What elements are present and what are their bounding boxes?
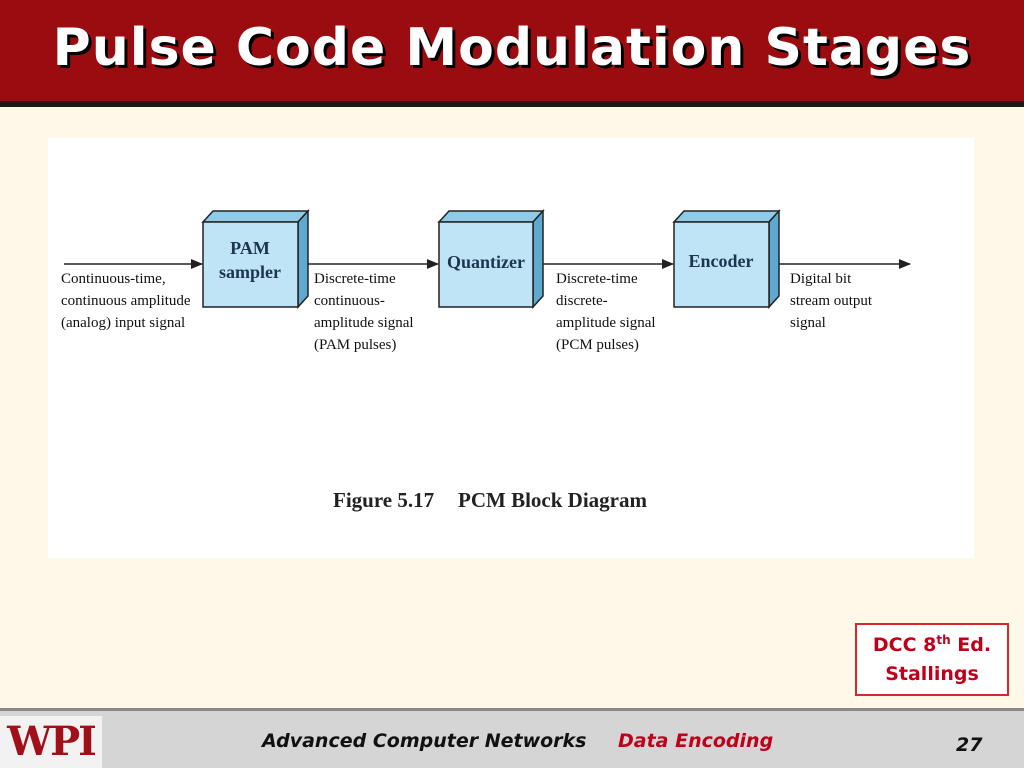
pcm-block-diagram: PAM sampler Quantizer Encoder Continuous… <box>61 209 911 512</box>
pcm-label-line2: discrete- <box>556 293 608 309</box>
reference-edition-suffix: Ed. <box>950 634 992 656</box>
reference-box: DCC 8th Ed. Stallings <box>855 623 1009 696</box>
input-signal-label: Continuous-time, continuous amplitude (a… <box>61 271 191 331</box>
figure-caption-number: Figure 5.17 <box>333 488 434 512</box>
encoder-block: Encoder <box>672 209 781 309</box>
pam-label-line3: amplitude signal <box>314 315 414 331</box>
reference-author: Stallings <box>885 663 979 685</box>
pam-block-label-line2: sampler <box>219 262 281 282</box>
quantizer-block-label: Quantizer <box>447 252 525 272</box>
output-label-line1: Digital bit <box>790 271 852 287</box>
input-label-line1: Continuous-time, <box>61 271 166 287</box>
input-label-line2: continuous amplitude <box>61 293 191 309</box>
page-number: 27 <box>956 734 983 756</box>
footer-topic-name: Data Encoding <box>618 730 774 752</box>
pam-sampler-block: PAM sampler <box>201 209 310 309</box>
title-bar <box>0 0 1024 107</box>
output-label-line3: signal <box>790 315 826 331</box>
pcm-signal-label: Discrete-time discrete- amplitude signal… <box>556 271 656 353</box>
figure-panel: PAM sampler Quantizer Encoder Continuous… <box>48 138 974 558</box>
pam-label-line2: continuous- <box>314 293 385 309</box>
output-label-line2: stream output <box>790 293 873 309</box>
output-signal-label: Digital bit stream output signal <box>790 271 873 331</box>
pcm-label-line1: Discrete-time <box>556 271 638 287</box>
reference-edition-sup: th <box>936 633 951 647</box>
wpi-logo: WPI <box>0 716 102 768</box>
slide-title: Pulse Code Modulation Stages <box>52 18 972 78</box>
pam-block-label-line1: PAM <box>230 238 270 258</box>
figure-caption-text: PCM Block Diagram <box>458 488 647 512</box>
reference-line1: DCC 8th Ed. <box>857 631 1007 660</box>
pam-label-line1: Discrete-time <box>314 271 396 287</box>
pam-signal-label: Discrete-time continuous- amplitude sign… <box>314 271 414 353</box>
quantizer-block: Quantizer <box>437 209 545 309</box>
pam-label-line4: (PAM pulses) <box>314 337 396 353</box>
pcm-label-line4: (PCM pulses) <box>556 337 639 353</box>
footer-course-name: Advanced Computer Networks <box>262 730 587 752</box>
input-label-line3: (analog) input signal <box>61 315 185 331</box>
pcm-label-line3: amplitude signal <box>556 315 656 331</box>
footer-divider <box>0 708 1024 711</box>
reference-edition-prefix: DCC 8 <box>872 634 937 656</box>
encoder-block-label: Encoder <box>689 251 754 271</box>
footer-bar <box>0 711 1024 768</box>
